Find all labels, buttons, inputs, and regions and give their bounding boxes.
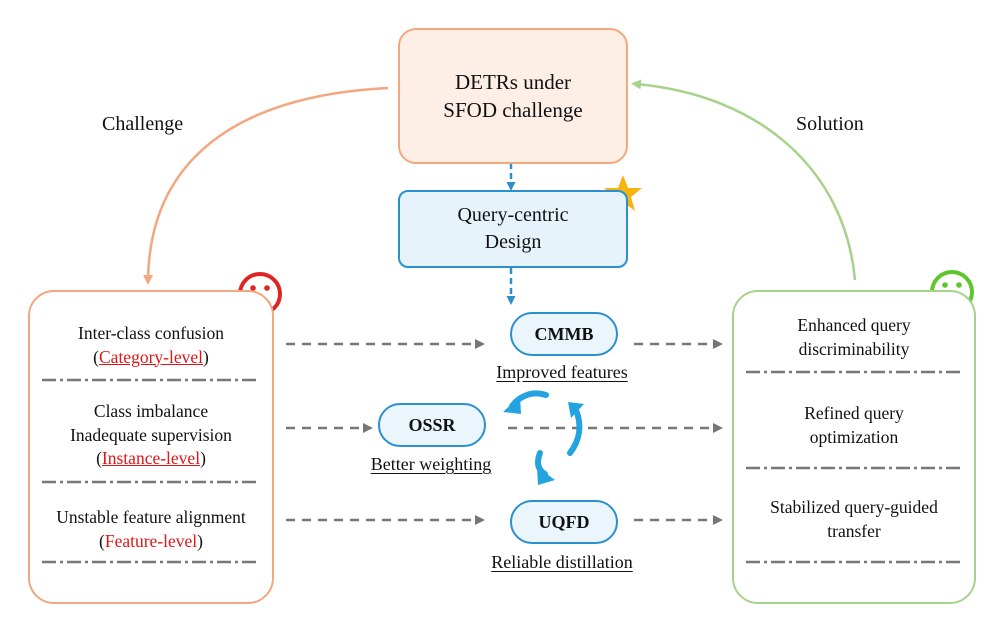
solution-arrow bbox=[631, 79, 857, 281]
cmmb-module: CMMB bbox=[510, 312, 618, 356]
paren-open: ( bbox=[93, 346, 99, 367]
challenge-label: Challenge bbox=[102, 113, 184, 135]
challenge-item-feature: Unstable feature alignment (Feature-leve… bbox=[30, 506, 272, 553]
level-tag-feature: Feature-level bbox=[104, 530, 198, 551]
paren-open: ( bbox=[99, 530, 105, 551]
solution-item-text: Stabilized query-guided bbox=[770, 497, 938, 517]
solution-item-transfer: Stabilized query-guided transfer bbox=[734, 496, 974, 543]
ossr-caption: Better weighting bbox=[370, 454, 492, 474]
top-box-line2: SFOD challenge bbox=[443, 98, 583, 122]
divider bbox=[746, 560, 962, 564]
challenge-item-text: Class imbalance bbox=[93, 401, 209, 421]
detr-challenge-box: DETRs under SFOD challenge bbox=[398, 28, 628, 164]
solution-item-discriminability: Enhanced query discriminability bbox=[734, 314, 974, 361]
challenge-item-text: Inadequate supervision bbox=[70, 424, 232, 445]
paren-close: ) bbox=[202, 346, 209, 367]
paren-close: ) bbox=[197, 530, 203, 551]
divider bbox=[42, 378, 258, 382]
challenge-item-instance: Class imbalance Inadequate supervision (… bbox=[30, 400, 272, 471]
challenge-item-text: Inter-class confusion bbox=[78, 323, 224, 343]
paren-open: ( bbox=[96, 448, 102, 469]
solution-item-text: optimization bbox=[809, 426, 899, 447]
challenge-item-text: Unstable feature alignment bbox=[56, 507, 246, 527]
divider bbox=[42, 480, 258, 484]
uqfd-module: UQFD bbox=[510, 500, 618, 544]
solution-panel: Enhanced query discriminability Refined … bbox=[732, 290, 976, 604]
ossr-module: OSSR bbox=[378, 403, 486, 447]
divider bbox=[42, 560, 258, 564]
solution-item-text: discriminability bbox=[798, 338, 910, 359]
design-box-line1: Query-centric bbox=[457, 204, 569, 226]
solution-item-text: Refined query bbox=[804, 403, 904, 423]
solution-item-text: transfer bbox=[827, 520, 881, 541]
design-box-line2: Design bbox=[484, 231, 542, 253]
solution-label: Solution bbox=[796, 113, 864, 135]
level-tag-category: Category-level bbox=[99, 346, 203, 367]
paren-close: ) bbox=[200, 448, 206, 469]
top-box-line1: DETRs under bbox=[454, 69, 572, 94]
solution-item-text: Enhanced query bbox=[797, 315, 911, 335]
challenge-item-category: Inter-class confusion (Category-level) bbox=[30, 322, 272, 369]
divider bbox=[746, 466, 962, 470]
challenge-arrow bbox=[143, 86, 389, 285]
level-tag-instance: Instance-level bbox=[101, 448, 201, 469]
cmmb-caption: Improved features bbox=[496, 362, 628, 382]
divider bbox=[746, 370, 962, 374]
challenge-panel: Inter-class confusion (Category-level) C… bbox=[28, 290, 274, 604]
uqfd-caption: Reliable distillation bbox=[491, 552, 633, 572]
solution-item-optimization: Refined query optimization bbox=[734, 402, 974, 449]
query-centric-design-box: Query-centric Design bbox=[398, 190, 628, 268]
